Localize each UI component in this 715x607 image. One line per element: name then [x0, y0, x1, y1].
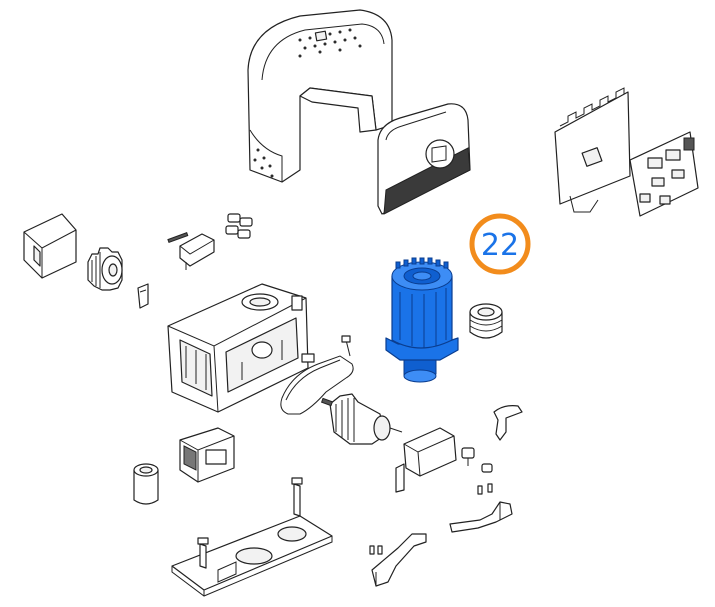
- pulley: [469, 303, 503, 339]
- gasket: [280, 335, 354, 415]
- rotor-shaft: [320, 393, 403, 445]
- motor-stator: [385, 257, 459, 383]
- drive-gear: [87, 247, 123, 291]
- front-lid: [377, 103, 471, 215]
- gear-cover: [23, 213, 77, 279]
- switch-arm-left: [371, 533, 427, 587]
- capacitor: [133, 463, 159, 505]
- control-board: [554, 87, 699, 217]
- gearbox-housing: [167, 283, 315, 413]
- transformer: [179, 427, 235, 483]
- switch-arm-right: [449, 501, 513, 533]
- fasteners: [369, 447, 493, 555]
- retaining-clip: [137, 283, 149, 309]
- top-cover: [247, 9, 393, 183]
- encoder-bracket: [395, 427, 457, 493]
- foundation-plate: [171, 477, 333, 597]
- release-lever: [493, 405, 523, 441]
- wire-connectors: [225, 213, 253, 239]
- callout-22: 22: [469, 213, 531, 275]
- limit-switch: [167, 232, 215, 270]
- callout-label: 22: [481, 228, 519, 263]
